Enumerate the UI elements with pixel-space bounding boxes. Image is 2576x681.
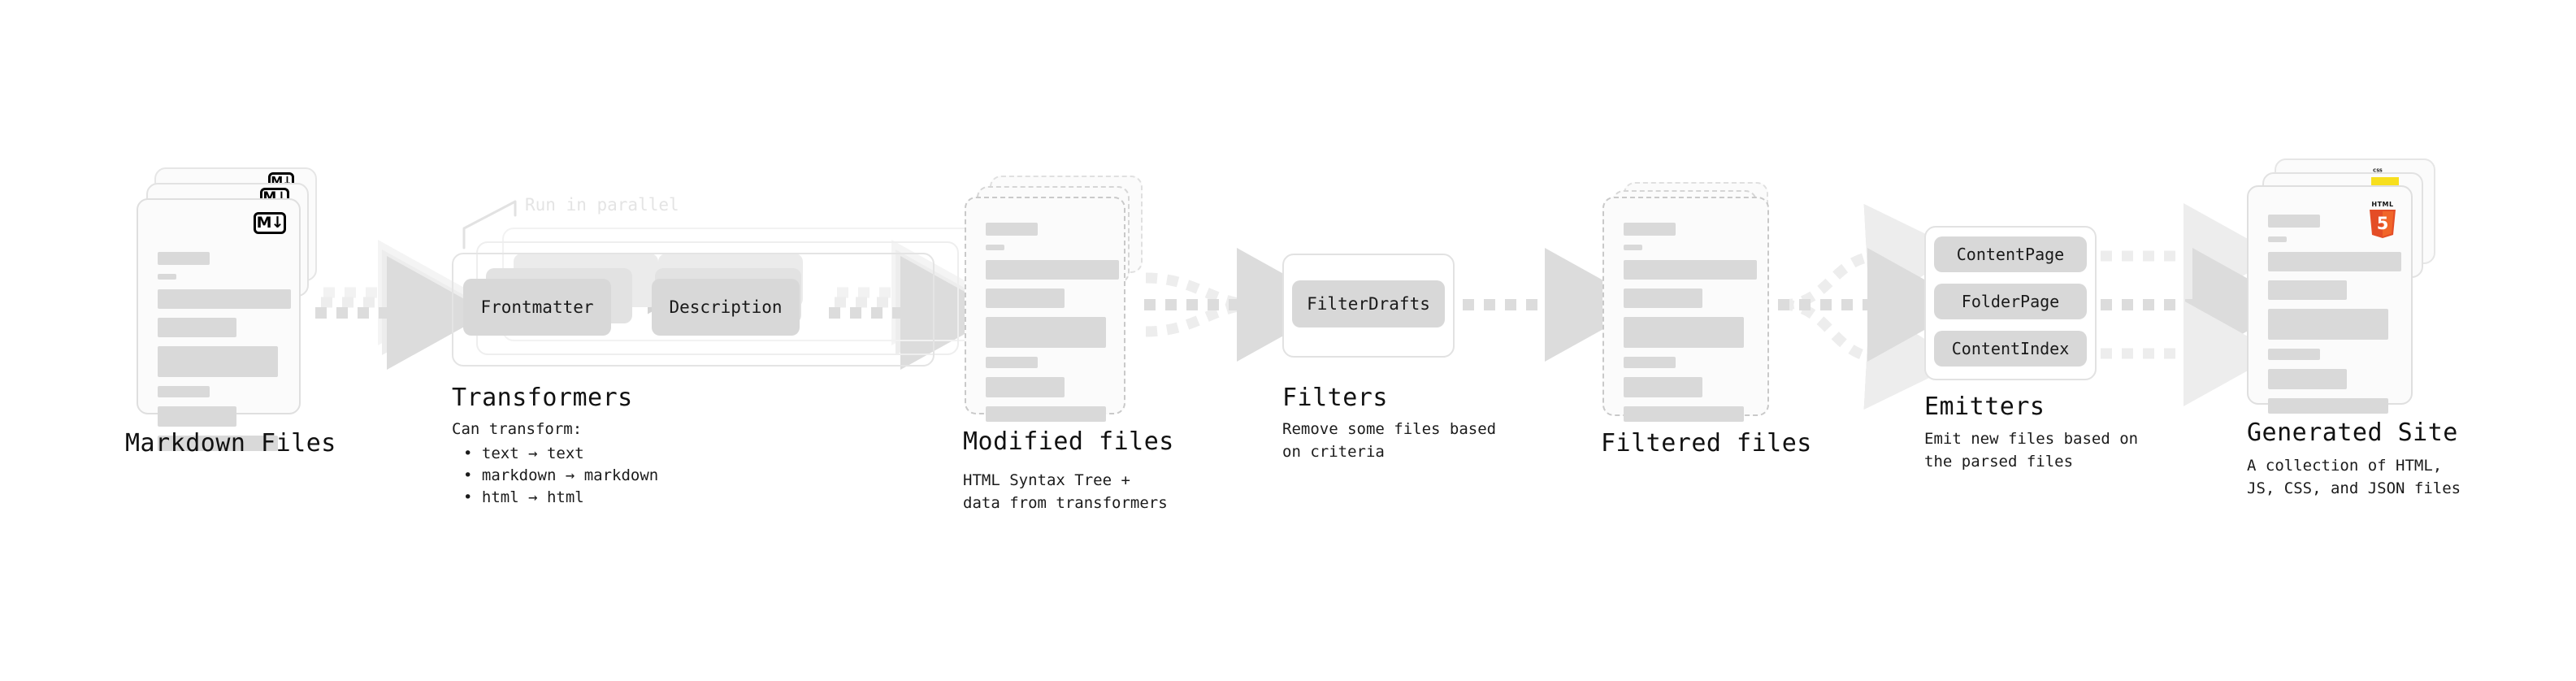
markdown-files-title: Markdown Files xyxy=(125,429,336,458)
filter-chip-filterdrafts[interactable]: FilterDrafts xyxy=(1292,280,1445,327)
generated-site-caption: A collection of HTML, JS, CSS, and JSON … xyxy=(2247,457,2461,497)
modified-files-title: Modified files xyxy=(963,427,1174,456)
bar xyxy=(986,377,1065,397)
bar xyxy=(158,318,236,337)
modified-files-caption: HTML Syntax Tree + data from transformer… xyxy=(963,471,1168,512)
transformer-chip-description[interactable]: Description xyxy=(652,279,800,336)
html5-icon: HTML 5 xyxy=(2366,198,2399,238)
bar xyxy=(158,436,278,451)
bar xyxy=(986,317,1106,348)
bar xyxy=(158,346,278,377)
bar xyxy=(1624,245,1642,250)
bar xyxy=(158,406,236,427)
bar xyxy=(986,245,1004,250)
transformers-caption-item-2: • html → html xyxy=(463,488,584,506)
bar xyxy=(2268,252,2401,271)
bar xyxy=(2268,398,2388,414)
arrow-filtered-to-emitters xyxy=(1778,203,1970,410)
bar xyxy=(986,357,1038,368)
emitter-chip-contentindex[interactable]: ContentIndex xyxy=(1934,331,2087,367)
generated-card-front: HTML 5 xyxy=(2247,185,2413,414)
filtered-card-bars xyxy=(1624,223,1757,431)
bar xyxy=(2268,369,2347,389)
transformers-title: Transformers xyxy=(452,384,633,412)
bar xyxy=(2268,280,2347,300)
svg-text:CSS: CSS xyxy=(2373,169,2383,174)
transformers-caption-item-0: • text → text xyxy=(463,445,584,462)
emitter-chip-folderpage[interactable]: FolderPage xyxy=(1934,284,2087,319)
bar xyxy=(2268,215,2320,228)
bar xyxy=(1624,223,1676,236)
run-in-parallel-label: Run in parallel xyxy=(525,195,679,215)
bar xyxy=(2268,309,2388,340)
transformers-caption-item-1: • markdown → markdown xyxy=(463,466,659,484)
arrow-markdown-to-transformers xyxy=(315,240,489,370)
filters-caption: Remove some files based on criteria xyxy=(1282,420,1497,461)
transformers-box xyxy=(452,253,935,367)
modified-card-bars xyxy=(986,223,1119,431)
bar xyxy=(158,252,210,265)
generated-card-bars xyxy=(2268,215,2401,423)
bar xyxy=(1624,406,1744,422)
bar xyxy=(986,223,1038,236)
generated-site-title: Generated Site xyxy=(2247,419,2458,447)
bar xyxy=(986,260,1119,280)
arrow-emitters-to-site xyxy=(2101,203,2295,406)
bar xyxy=(986,288,1065,308)
markdown-icon: M↓ xyxy=(254,212,286,234)
filters-title: Filters xyxy=(1282,384,1388,412)
markdown-card-bars xyxy=(158,252,291,460)
bar xyxy=(2268,349,2320,360)
emitters-caption: Emit new files based on the parsed files xyxy=(1924,430,2139,471)
bar xyxy=(1624,260,1757,280)
bar xyxy=(158,386,210,397)
bar xyxy=(1624,288,1702,308)
bar xyxy=(986,406,1106,422)
bar xyxy=(1624,377,1702,397)
emitter-chip-contentpage[interactable]: ContentPage xyxy=(1934,236,2087,272)
bar xyxy=(2268,236,2287,242)
svg-text:HTML: HTML xyxy=(2371,201,2393,208)
markdown-card-front: M↓ xyxy=(137,198,301,451)
filtered-files-title: Filtered files xyxy=(1601,429,1812,458)
bar xyxy=(158,289,291,309)
transformer-chip-frontmatter[interactable]: Frontmatter xyxy=(463,279,611,336)
bar xyxy=(158,274,176,280)
svg-text:5: 5 xyxy=(2377,214,2389,233)
modified-card-front xyxy=(965,197,1125,422)
emitters-title: Emitters xyxy=(1924,393,2045,421)
arrow-modified-to-filters xyxy=(1144,248,1339,362)
transformers-caption-heading: Can transform: xyxy=(452,420,583,438)
bar xyxy=(1624,357,1676,368)
bar xyxy=(1624,317,1744,348)
filtered-card-front xyxy=(1602,197,1769,422)
